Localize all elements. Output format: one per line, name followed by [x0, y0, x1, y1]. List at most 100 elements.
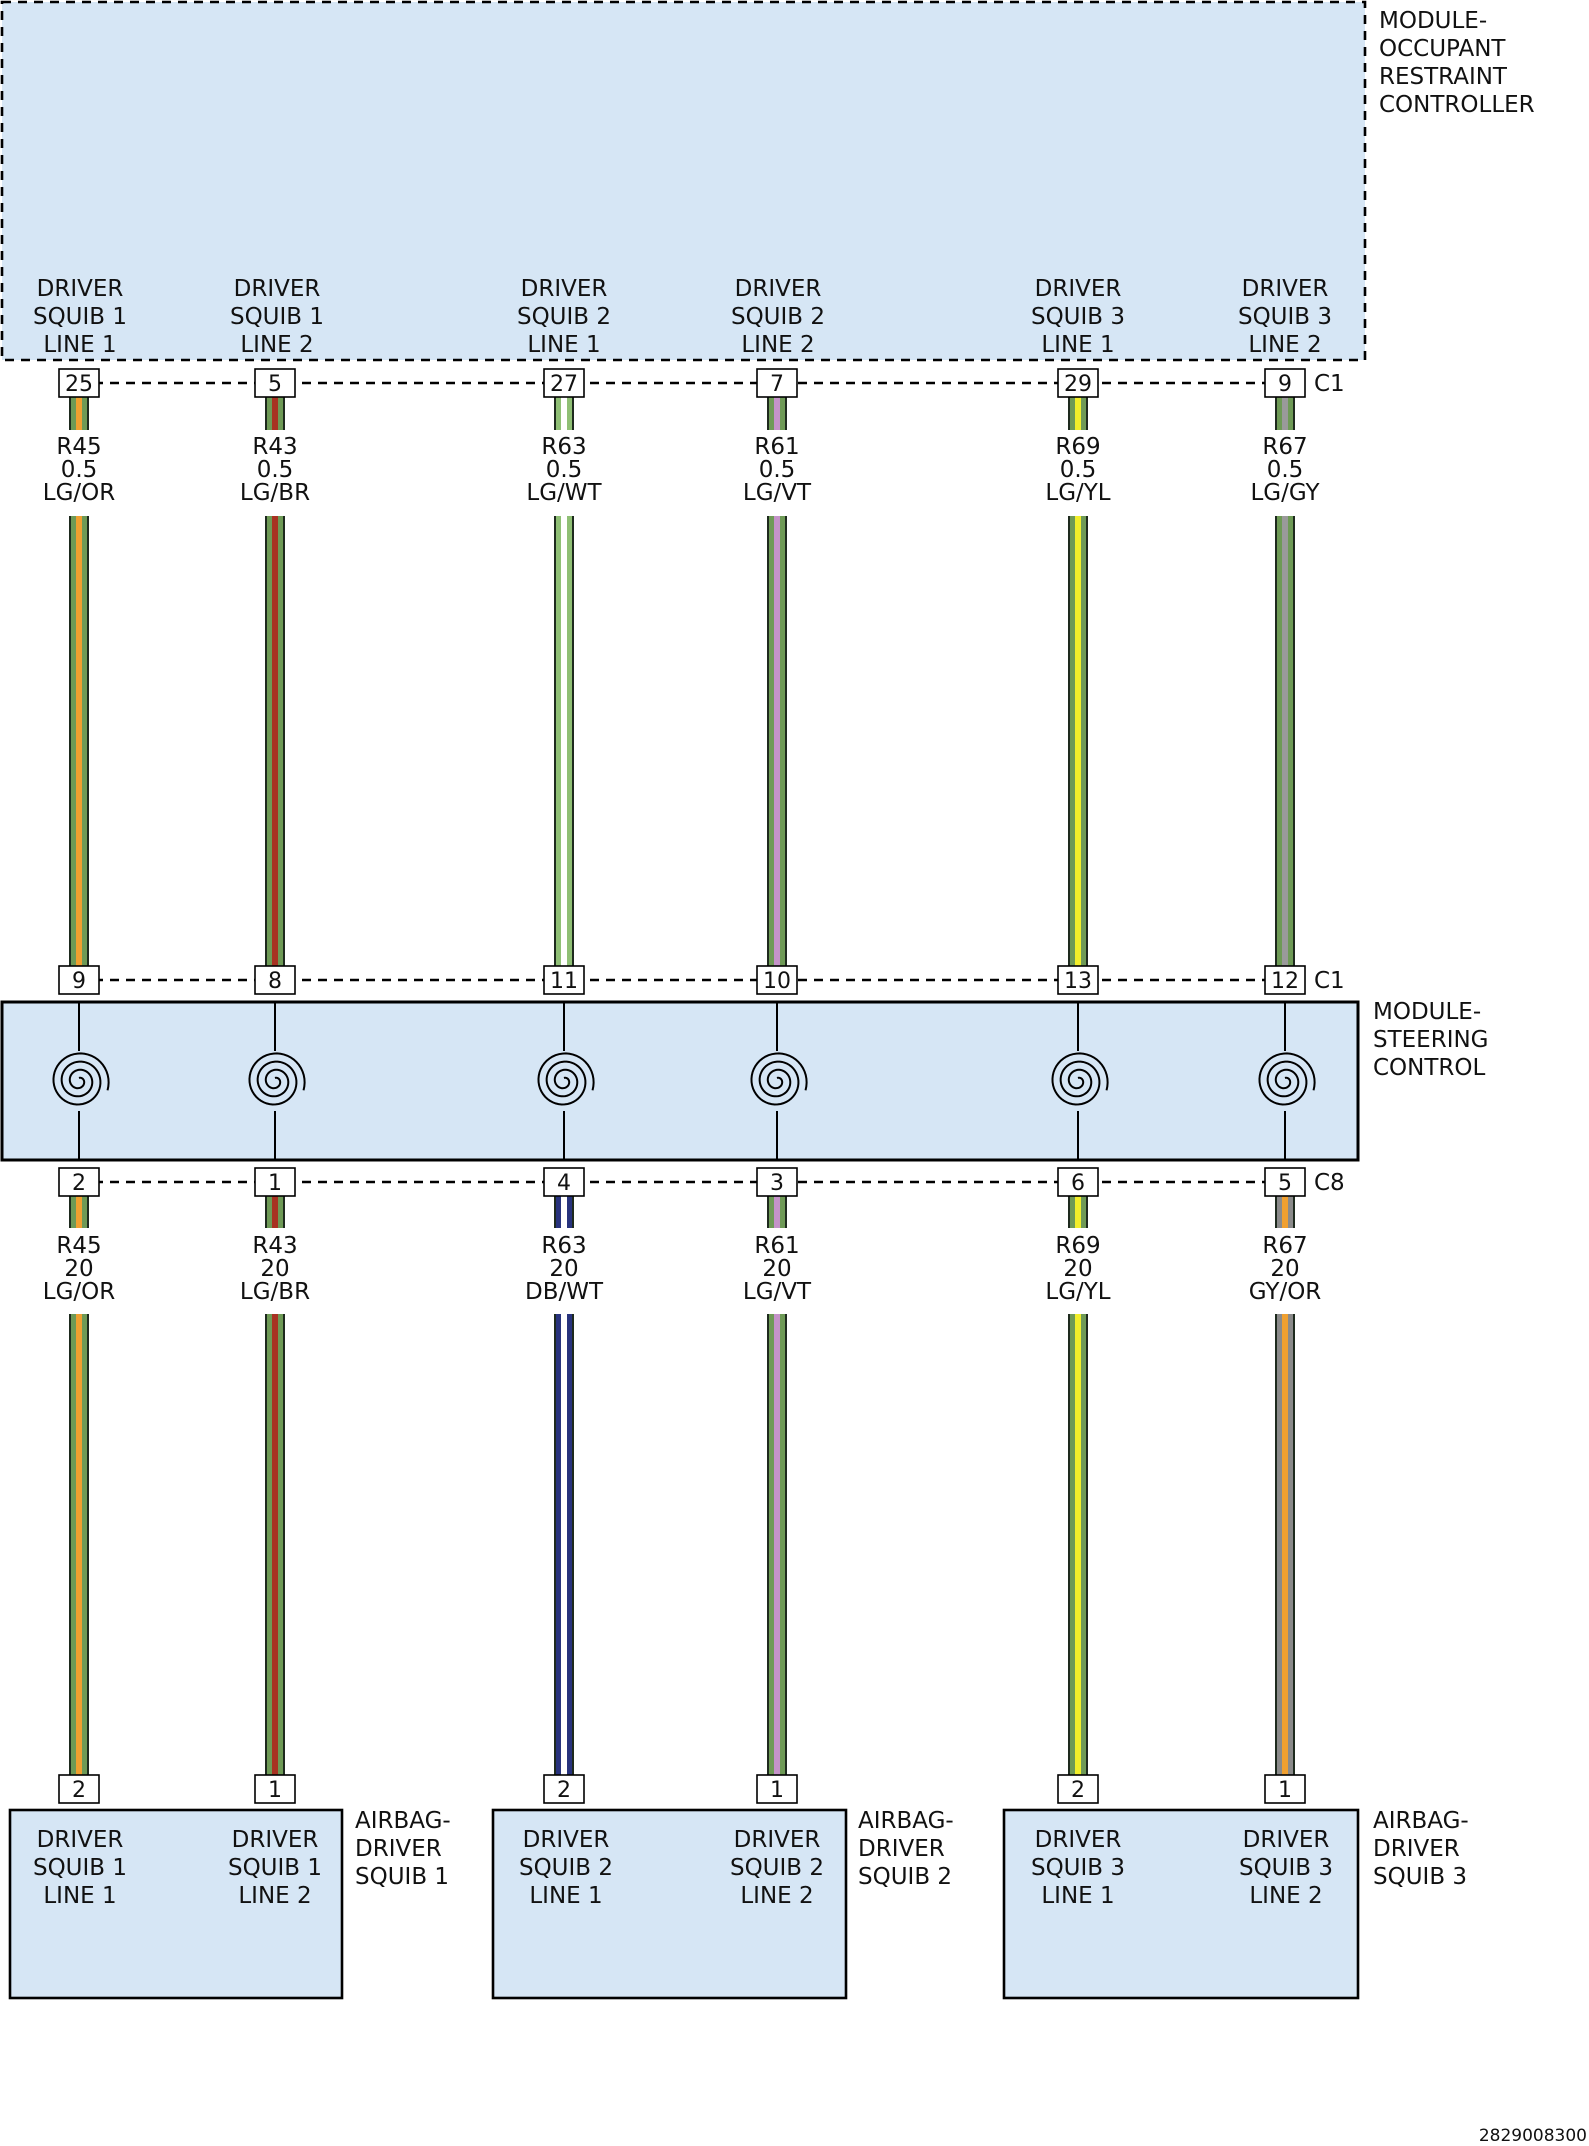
orc-pin-1: 25 [58, 368, 100, 398]
airbag-fn-label: DRIVER [523, 1827, 610, 1853]
clockspring-2 [248, 1002, 306, 1160]
orc-pin-4: 7 [756, 368, 798, 398]
orc-fn-label: LINE 2 [741, 332, 814, 358]
airbag-fn-label: SQUIB 3 [1031, 1855, 1125, 1881]
airbag-pin-4: 1 [756, 1774, 798, 1804]
scm-top-connector-label: C1 [1314, 968, 1345, 994]
lower-wire-gauge: 20 [64, 1256, 93, 1282]
airbag-pin-3: 2 [543, 1774, 585, 1804]
upper-wire-color: LG/BR [240, 480, 310, 506]
clockspring-3 [537, 1002, 595, 1160]
orc-pin-5-label: 29 [1064, 372, 1092, 397]
clockspring-5 [1051, 1002, 1109, 1160]
scm-bottom-pin-1: 2 [58, 1167, 100, 1197]
orc-pin-6-label: 9 [1278, 372, 1292, 397]
scm-top-pin-1-label: 9 [72, 969, 86, 994]
scm-top-pin-3: 11 [543, 965, 585, 995]
clockspring-coil [1258, 1052, 1316, 1106]
airbag-pin-1-label: 2 [72, 1778, 86, 1803]
scm-bottom-pin-1-label: 2 [72, 1171, 86, 1196]
orc-fn-label: DRIVER [234, 276, 321, 302]
upper-wire-5 [1068, 397, 1088, 966]
airbag-fn-label: LINE 2 [238, 1883, 311, 1909]
scm-top-pin-2: 8 [254, 965, 296, 995]
airbag-pin-3-label: 2 [557, 1778, 571, 1803]
scm-top-pin-1: 9 [58, 965, 100, 995]
orc-fn-label: SQUIB 1 [230, 304, 324, 330]
orc-fn-label: LINE 2 [240, 332, 313, 358]
airbag-fn-label: LINE 1 [1041, 1883, 1114, 1909]
upper-wire-color: LG/GY [1250, 480, 1320, 506]
airbag-pin-5: 2 [1057, 1774, 1099, 1804]
module-steering-control: MODULE- STEERING CONTROL [0, 999, 1496, 1162]
steering-module-label: MODULE- STEERING CONTROL [1373, 999, 1496, 1081]
scm-top-pin-2-label: 8 [268, 969, 282, 994]
airbag-pin-6-label: 1 [1278, 1778, 1292, 1803]
lower-wire-5 [1068, 1196, 1088, 1789]
upper-wire-circuit: R69 [1055, 434, 1100, 460]
airbag-fn-label: SQUIB 2 [519, 1855, 613, 1881]
scm-top-pin-5: 13 [1057, 965, 1099, 995]
scm-bottom-pin-5: 6 [1057, 1167, 1099, 1197]
airbag-pin-4-label: 1 [770, 1778, 784, 1803]
airbag-fn-label: SQUIB 2 [730, 1855, 824, 1881]
orc-fn-label: LINE 1 [1041, 332, 1114, 358]
airbag-fn-label: SQUIB 1 [228, 1855, 322, 1881]
clockspring-4 [750, 1002, 808, 1160]
lower-wire-label-bg-6 [1237, 1228, 1333, 1314]
lower-wire-gauge: 20 [762, 1256, 791, 1282]
upper-wire-6 [1275, 397, 1295, 966]
lower-wire-color: LG/YL [1045, 1279, 1110, 1305]
lower-wire-label-bg-2 [227, 1228, 323, 1314]
upper-wire-label-bg-4 [729, 430, 825, 516]
lower-wire-circuit: R43 [252, 1233, 297, 1259]
lower-wire-color: LG/VT [743, 1279, 812, 1305]
upper-wire-gauge: 0.5 [61, 457, 98, 483]
lower-wire-color: GY/OR [1249, 1279, 1322, 1305]
clockspring-6 [1258, 1002, 1316, 1160]
lower-wire-color: LG/BR [240, 1279, 310, 1305]
lower-wire-gauge: 20 [549, 1256, 578, 1282]
airbag-fn-label: DRIVER [37, 1827, 124, 1853]
scm-bottom-pin-4: 3 [756, 1167, 798, 1197]
clockspring-coil [1051, 1052, 1109, 1106]
lower-wire-circuit: R45 [56, 1233, 101, 1259]
upper-wire-1 [69, 397, 89, 966]
orc-label: MODULE- OCCUPANT RESTRAINT CONTROLLER [1379, 8, 1535, 118]
orc-fn-label: LINE 1 [527, 332, 600, 358]
upper-wire-color: LG/YL [1045, 480, 1110, 506]
airbag-1-label: AIRBAG- DRIVER SQUIB 1 [355, 1808, 458, 1890]
lower-wire-6 [1275, 1196, 1295, 1789]
scm-bottom-pin-3-label: 4 [557, 1171, 571, 1196]
clockspring-coil [248, 1052, 306, 1106]
lower-wire-color: LG/OR [43, 1279, 115, 1305]
orc-fn-label: LINE 2 [1248, 332, 1321, 358]
airbag-driver-squib-3: AIRBAG- DRIVER SQUIB 3 [1002, 1808, 1476, 2000]
upper-wire-gauge: 0.5 [1267, 457, 1304, 483]
orc-pin-2: 5 [254, 368, 296, 398]
upper-wire-label-bg-5 [1030, 430, 1126, 516]
scm-bottom-connector-label: C8 [1314, 1170, 1345, 1196]
airbag-fn-label: LINE 2 [1249, 1883, 1322, 1909]
airbag-driver-squib-1: AIRBAG- DRIVER SQUIB 1 [8, 1808, 458, 2000]
module-occupant-restraint-controller: MODULE- OCCUPANT RESTRAINT CONTROLLER [0, 0, 1535, 362]
lower-wire-3 [554, 1196, 574, 1789]
lower-wire-label-bg-4 [729, 1228, 825, 1314]
orc-pin-4-label: 7 [770, 372, 784, 397]
lower-wire-circuit: R67 [1262, 1233, 1307, 1259]
airbag-3-label: AIRBAG- DRIVER SQUIB 3 [1373, 1808, 1476, 1890]
upper-wire-4 [767, 397, 787, 966]
upper-wire-color: LG/OR [43, 480, 115, 506]
lower-wire-circuit: R61 [754, 1233, 799, 1259]
upper-wire-circuit: R61 [754, 434, 799, 460]
upper-wire-label-bg-1 [31, 430, 127, 516]
airbag-fn-label: LINE 1 [43, 1883, 116, 1909]
upper-wire-label-bg-3 [516, 430, 612, 516]
orc-pin-3: 27 [543, 368, 585, 398]
scm-top-pin-4: 10 [756, 965, 798, 995]
